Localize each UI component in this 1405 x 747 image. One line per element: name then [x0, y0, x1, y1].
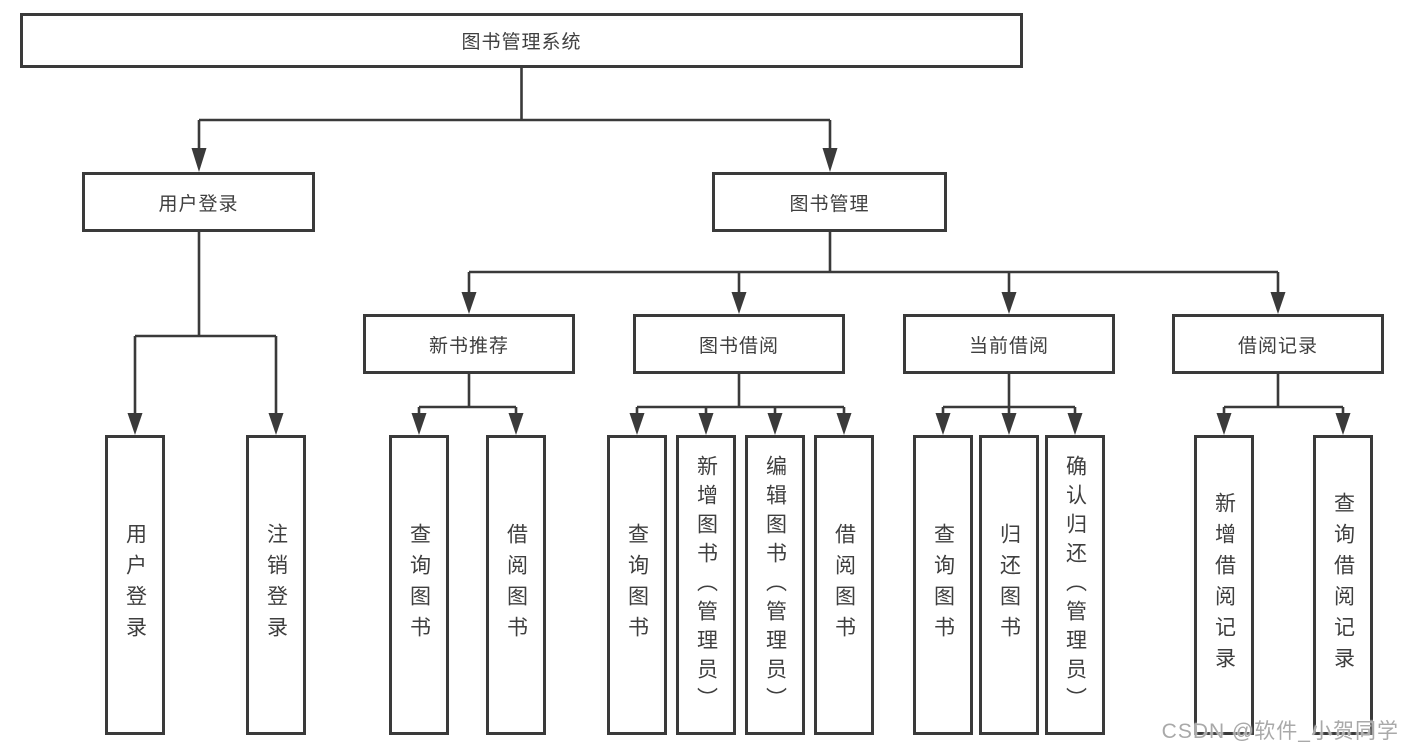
node-label: 查询图书 — [407, 523, 431, 647]
node-label: 注销登录 — [264, 523, 288, 647]
node-new-book-recommend: 新书推荐 — [363, 314, 575, 374]
node-book-management: 图书管理 — [712, 172, 947, 232]
leaf-borrow-books-recommend: 借阅图书 — [486, 435, 546, 735]
node-user-login: 用户登录 — [82, 172, 315, 232]
leaf-user-login: 用户登录 — [105, 435, 165, 735]
leaf-add-borrow-record: 新增借阅记录 — [1194, 435, 1254, 735]
node-label: 用户登录 — [123, 523, 147, 647]
connector-paths — [133, 68, 1345, 417]
leaf-borrow-books: 借阅图书 — [814, 435, 874, 735]
node-label: 查询图书 — [931, 523, 955, 647]
leaf-return-books: 归还图书 — [979, 435, 1039, 735]
node-current-borrowing: 当前借阅 — [903, 314, 1115, 374]
node-label: 查询借阅记录 — [1331, 492, 1355, 678]
node-library-management-system: 图书管理系统 — [20, 13, 1023, 68]
node-label: 新增图书（管理员） — [694, 454, 718, 716]
leaf-query-books-recommend: 查询图书 — [389, 435, 449, 735]
node-label: 查询图书 — [625, 523, 649, 647]
leaf-add-books-admin: 新增图书（管理员） — [676, 435, 736, 735]
leaf-query-books-borrow: 查询图书 — [607, 435, 667, 735]
node-label: 图书管理 — [789, 193, 870, 215]
node-book-borrowing: 图书借阅 — [633, 314, 845, 374]
node-label: 借阅图书 — [832, 523, 856, 647]
leaf-confirm-return-admin: 确认归还（管理员） — [1045, 435, 1105, 735]
node-label: 当前借阅 — [968, 335, 1049, 357]
leaf-edit-books-admin: 编辑图书（管理员） — [745, 435, 805, 735]
node-label: 编辑图书（管理员） — [763, 454, 787, 716]
node-label: 用户登录 — [158, 193, 239, 215]
arrowheads — [127, 148, 1351, 435]
node-label: 新增借阅记录 — [1212, 492, 1236, 678]
leaf-query-borrow-record: 查询借阅记录 — [1313, 435, 1373, 735]
node-label: 归还图书 — [997, 523, 1021, 647]
node-label: 借阅记录 — [1237, 335, 1318, 357]
node-borrowing-records: 借阅记录 — [1172, 314, 1384, 374]
node-label: 确认归还（管理员） — [1063, 454, 1087, 716]
node-label: 图书管理系统 — [461, 32, 582, 53]
node-label: 新书推荐 — [428, 335, 509, 357]
leaf-query-books-current: 查询图书 — [913, 435, 973, 735]
node-label: 借阅图书 — [504, 523, 528, 647]
node-label: 图书借阅 — [698, 335, 779, 357]
leaf-logout: 注销登录 — [246, 435, 306, 735]
